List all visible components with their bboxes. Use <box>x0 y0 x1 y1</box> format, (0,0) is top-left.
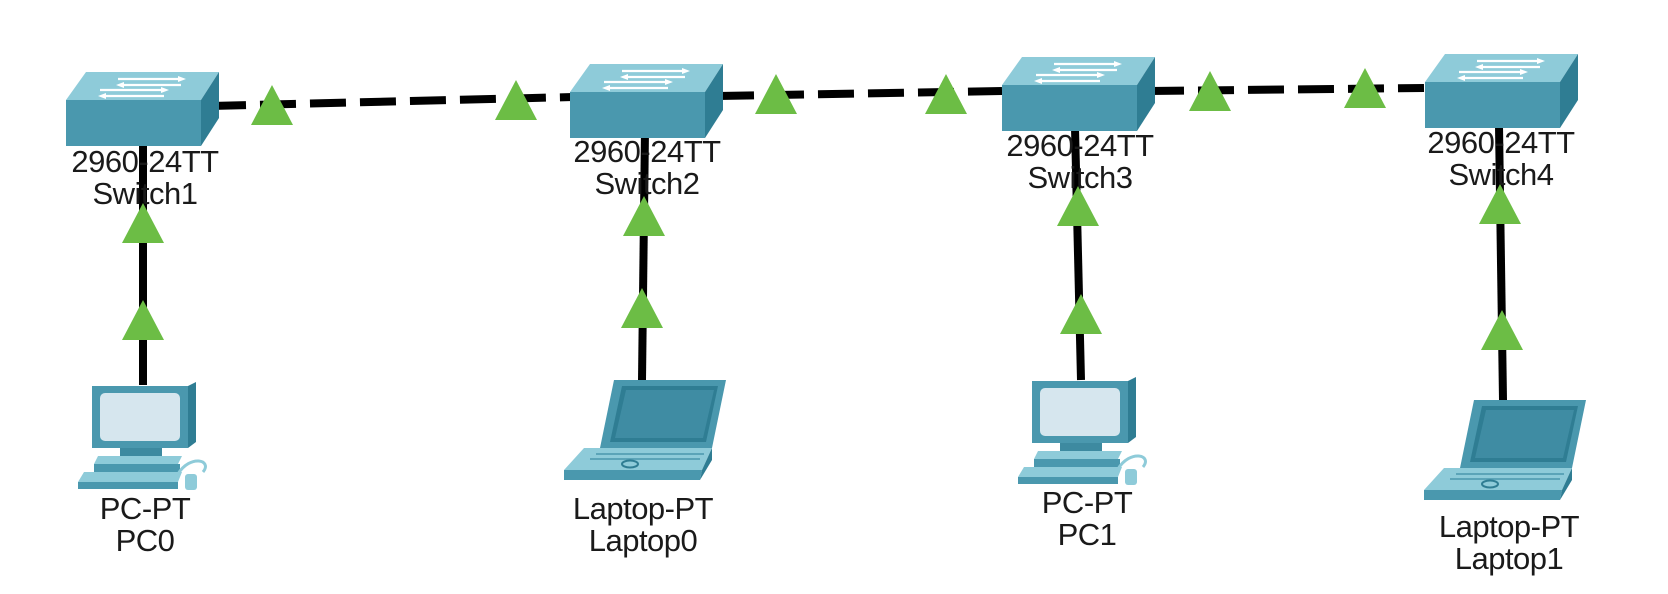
link-up-indicator <box>623 196 665 236</box>
link-up-indicator <box>1189 71 1231 111</box>
switch2-model: 2960-24TT <box>573 134 721 169</box>
pc1-model: PC-PT <box>1041 485 1133 520</box>
link-up-indicator <box>1060 294 1102 334</box>
link-switch3-switch4[interactable] <box>1147 84 1425 95</box>
switch1-name: Switch1 <box>92 176 198 211</box>
switch3-icon[interactable] <box>1002 57 1157 133</box>
link-up-indicator <box>1479 184 1521 224</box>
pc0-label: PC-PT PC0 <box>45 493 245 557</box>
switch4-icon[interactable] <box>1425 54 1580 130</box>
link-up-indicator <box>755 74 797 114</box>
link-laptop1-switch4[interactable] <box>1495 125 1507 401</box>
switch2-icon[interactable] <box>570 64 725 140</box>
pc0-model: PC-PT <box>99 491 191 526</box>
switch3-label: 2960-24TT Switch3 <box>980 130 1180 194</box>
link-up-indicator <box>1481 310 1523 350</box>
laptop0-icon[interactable] <box>564 380 728 492</box>
link-switch2-switch3[interactable] <box>717 87 1003 100</box>
laptop0-model: Laptop-PT <box>572 491 714 526</box>
link-pc1-switch3[interactable] <box>1071 127 1085 381</box>
link-up-indicator <box>251 85 293 125</box>
switch1-model: 2960-24TT <box>71 144 219 179</box>
link-up-indicator <box>621 288 663 328</box>
pc0-name: PC0 <box>115 523 175 558</box>
link-laptop0-switch2[interactable] <box>638 129 649 381</box>
pc1-name: PC1 <box>1057 517 1117 552</box>
pc1-label: PC-PT PC1 <box>987 487 1187 551</box>
switch1-label: 2960-24TT Switch1 <box>45 146 245 210</box>
pc0-icon[interactable] <box>78 382 213 494</box>
link-up-indicator <box>495 80 537 120</box>
laptop1-label: Laptop-PT Laptop1 <box>1409 511 1609 575</box>
switch1-icon[interactable] <box>66 72 221 148</box>
switch4-model: 2960-24TT <box>1427 125 1575 160</box>
laptop1-model: Laptop-PT <box>1438 509 1580 544</box>
pc1-icon[interactable] <box>1018 377 1153 489</box>
switch3-model: 2960-24TT <box>1006 128 1154 163</box>
laptop0-label: Laptop-PT Laptop0 <box>543 493 743 557</box>
laptop1-icon[interactable] <box>1424 400 1588 512</box>
laptop1-name: Laptop1 <box>1454 541 1564 576</box>
link-up-indicator <box>925 74 967 114</box>
switch2-label: 2960-24TT Switch2 <box>547 136 747 200</box>
link-up-indicator <box>1057 186 1099 226</box>
switch2-name: Switch2 <box>594 166 700 201</box>
link-up-indicator <box>122 300 164 340</box>
link-status-indicators <box>122 68 1523 350</box>
laptop0-name: Laptop0 <box>588 523 698 558</box>
link-up-indicator <box>1344 68 1386 108</box>
switch3-name: Switch3 <box>1027 160 1133 195</box>
switch4-name: Switch4 <box>1448 157 1554 192</box>
switch4-label: 2960-24TT Switch4 <box>1401 127 1601 191</box>
link-up-indicator <box>122 203 164 243</box>
